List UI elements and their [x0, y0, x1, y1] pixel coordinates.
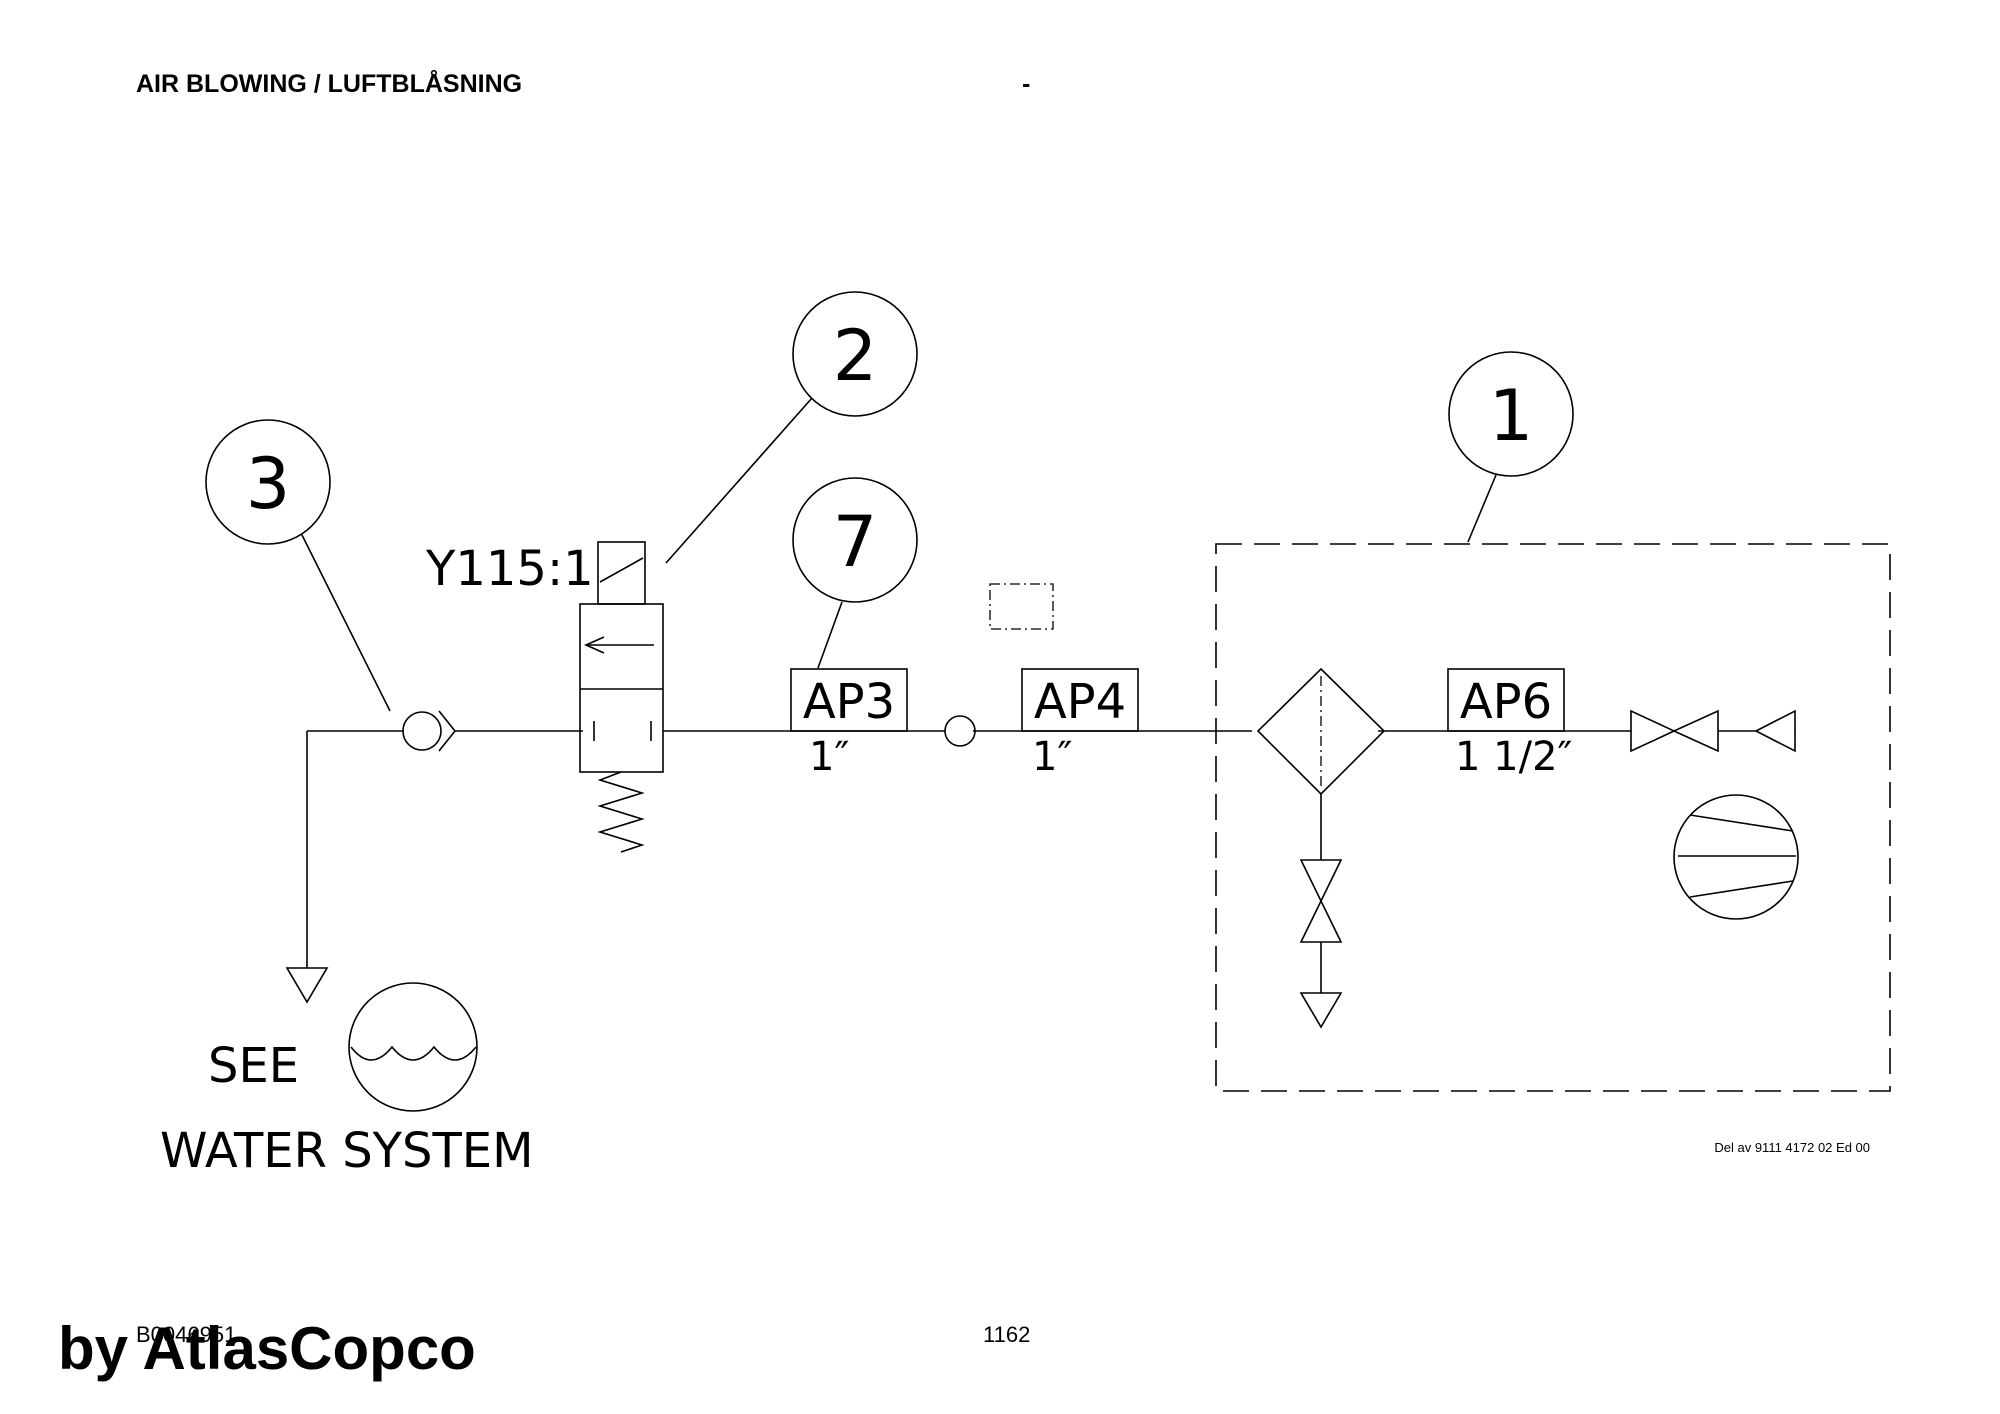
enclosure-dashed-box	[1215, 543, 1891, 1092]
watermark: by AtlasCopco	[58, 1315, 476, 1382]
tag-box-ap4	[1021, 668, 1139, 732]
leader-1	[1467, 474, 1497, 543]
note-water-system: WATER SYSTEM	[160, 1123, 534, 1179]
page-title: AIR BLOWING / LUFTBLÅSNING	[136, 70, 523, 98]
balloon-1-label: 1	[1489, 375, 1534, 457]
document-reference: Del av 9111 4172 02 Ed 00	[1714, 1140, 1870, 1155]
tag-box-ap3	[790, 668, 908, 732]
solenoid-label: Y115:1	[425, 541, 594, 597]
shutoff-valve	[1630, 709, 1719, 753]
tag-ap6-size: 1 1/2″	[1455, 734, 1572, 780]
tag-ap6-label: AP6	[1460, 674, 1552, 730]
exhaust-triangle	[285, 967, 329, 1004]
tag-ap3-size: 1″	[809, 734, 849, 780]
tag-ap4-size: 1″	[1032, 734, 1072, 780]
balloon-7	[792, 477, 918, 603]
leader-2	[665, 397, 813, 564]
drain-valve	[1299, 859, 1343, 943]
balloon-7-label: 7	[833, 501, 878, 583]
filter-symbol	[1256, 667, 1386, 796]
balloon-2	[792, 291, 918, 417]
leader-3	[301, 534, 391, 712]
check-valve	[402, 710, 457, 752]
supply-triangle	[1754, 709, 1796, 753]
balloon-3-label: 3	[246, 443, 291, 525]
tag-ap3-label: AP3	[803, 674, 895, 730]
drain-exhaust-triangle	[1299, 992, 1343, 1029]
compressor-symbol	[1673, 794, 1799, 920]
header-dash: -	[1022, 70, 1031, 98]
solenoid-valve	[579, 541, 664, 853]
balloon-2-label: 2	[833, 315, 878, 397]
note-see: SEE	[208, 1038, 299, 1094]
water-system-symbol	[348, 982, 478, 1112]
balloon-1	[1448, 351, 1574, 477]
test-point	[944, 715, 976, 747]
tag-ap4-label: AP4	[1034, 674, 1126, 730]
tag-box-ap6	[1447, 668, 1565, 732]
leader-7	[817, 601, 843, 669]
document-number: B0046951	[136, 1322, 237, 1347]
dash-dot-box	[989, 583, 1054, 630]
balloon-3	[205, 419, 331, 545]
page-number: 1162	[983, 1322, 1031, 1347]
